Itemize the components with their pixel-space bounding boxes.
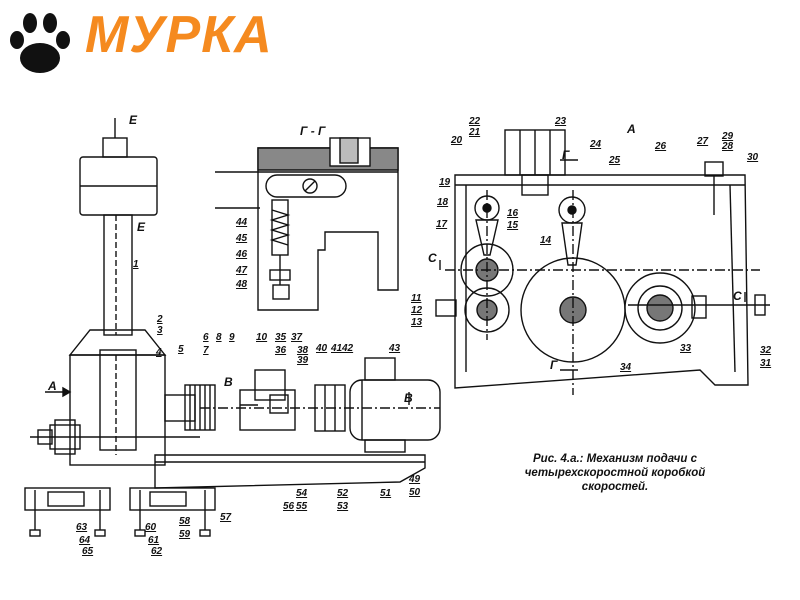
- part-number-44: 44: [235, 217, 248, 228]
- part-number-52: 52: [337, 488, 349, 499]
- part-number-55: 55: [296, 501, 308, 512]
- part-number-27: 27: [696, 136, 709, 147]
- part-number-1: 1: [133, 259, 139, 270]
- part-number-42: 42: [341, 343, 354, 354]
- part-number-11: 11: [411, 293, 422, 304]
- part-number-53: 53: [337, 501, 349, 512]
- part-number-45: 45: [235, 233, 248, 244]
- part-number-26: 26: [654, 141, 667, 152]
- part-number-24: 24: [589, 139, 602, 150]
- part-number-40: 40: [315, 343, 328, 354]
- part-number-37: 37: [291, 332, 303, 343]
- part-number-57: 57: [220, 512, 232, 523]
- label-a-arrow: А: [47, 379, 57, 393]
- section-letters: Г - Г А А В В Е Е С С Г Г: [47, 113, 742, 405]
- part-number-13: 13: [411, 317, 423, 328]
- label-c2: С: [733, 289, 742, 303]
- part-number-38: 38: [297, 345, 309, 356]
- part-number-16: 16: [507, 208, 519, 219]
- part-number-18: 18: [437, 197, 449, 208]
- part-number-58: 58: [179, 516, 191, 527]
- part-number-19: 19: [439, 177, 451, 188]
- label-g1: Г: [562, 148, 570, 162]
- part-number-50: 50: [409, 487, 421, 498]
- part-number-64: 64: [79, 535, 91, 546]
- part-number-30: 30: [747, 152, 759, 163]
- part-number-2: 2: [156, 314, 163, 325]
- brand-logo-text: МУРКА: [85, 6, 273, 64]
- part-number-31: 31: [760, 358, 772, 369]
- part-number-5: 5: [178, 344, 184, 355]
- label-b1: В: [224, 375, 233, 389]
- part-number-63: 63: [76, 522, 88, 533]
- part-number-51: 51: [380, 488, 392, 499]
- part-number-22: 22: [468, 116, 481, 127]
- part-number-60: 60: [145, 522, 157, 533]
- left-assembly: [24, 118, 441, 537]
- caption-line-3: скоростей.: [581, 481, 649, 493]
- part-number-35: 35: [275, 332, 287, 343]
- paw-icon: [10, 13, 70, 73]
- part-number-25: 25: [608, 155, 621, 166]
- part-number-62: 62: [151, 546, 163, 557]
- part-number-34: 34: [620, 362, 632, 373]
- part-number-15: 15: [507, 220, 519, 231]
- caption-line-1: Рис. 4.а.: Механизм подачи с: [533, 453, 697, 465]
- part-number-17: 17: [436, 219, 448, 230]
- part-number-8: 8: [216, 332, 222, 343]
- label-e2: Е: [137, 220, 146, 234]
- part-number-43: 43: [388, 343, 401, 354]
- part-number-36: 36: [275, 345, 287, 356]
- part-number-4: 4: [155, 347, 162, 358]
- section-gg: [215, 137, 399, 311]
- part-number-39: 39: [297, 355, 309, 366]
- part-number-32: 32: [760, 345, 772, 356]
- part-number-3: 3: [157, 325, 163, 336]
- part-number-6: 6: [203, 332, 209, 343]
- part-number-28: 28: [721, 141, 734, 152]
- part-number-20: 20: [450, 135, 463, 146]
- label-b2: В: [404, 391, 413, 405]
- part-number-9: 9: [229, 332, 235, 343]
- gearbox-view-a: [435, 129, 770, 395]
- part-number-10: 10: [256, 332, 268, 343]
- part-number-29: 29: [721, 131, 734, 142]
- part-number-7: 7: [203, 345, 209, 356]
- label-c1: С: [428, 251, 437, 265]
- part-number-47: 47: [235, 265, 248, 276]
- figure-caption: Рис. 4.а.: Механизм подачи с четырехскор…: [505, 452, 725, 494]
- label-e1: Е: [129, 113, 138, 127]
- part-number-14: 14: [540, 235, 552, 246]
- label-gg: Г - Г: [300, 124, 326, 138]
- label-a-main: А: [626, 122, 636, 136]
- part-number-54: 54: [296, 488, 308, 499]
- part-number-49: 49: [408, 474, 421, 485]
- part-number-46: 46: [235, 249, 248, 260]
- caption-line-2: четырехскоростной коробкой: [524, 467, 706, 479]
- label-g2: Г: [550, 358, 558, 372]
- part-number-12: 12: [411, 305, 423, 316]
- part-number-21: 21: [468, 127, 481, 138]
- part-number-23: 23: [554, 116, 567, 127]
- part-number-56: 56: [283, 501, 295, 512]
- part-number-61: 61: [148, 535, 160, 546]
- part-number-65: 65: [82, 546, 94, 557]
- part-number-48: 48: [235, 279, 248, 290]
- part-number-33: 33: [680, 343, 692, 354]
- part-number-59: 59: [179, 529, 191, 540]
- part-number-41: 41: [330, 343, 343, 354]
